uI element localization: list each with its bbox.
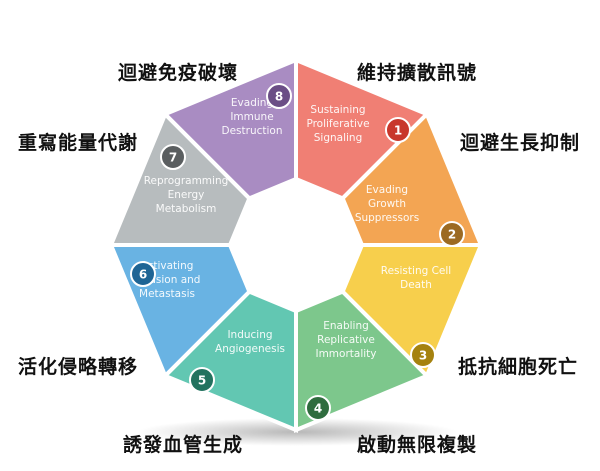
badge-6-circle	[130, 261, 156, 287]
badge-4: 4	[305, 395, 331, 421]
segment-6-label-line: Metastasis	[139, 288, 195, 300]
badge-8-circle	[266, 83, 292, 109]
badge-8-number: 8	[275, 90, 283, 104]
zh-label-3: 抵抗細胞死亡	[458, 356, 579, 378]
badge-2: 2	[439, 221, 465, 247]
segment-4-label-line: Enabling	[323, 320, 369, 332]
segment-7-label-line: Reprogramming	[144, 175, 229, 187]
badge-3-circle	[410, 342, 436, 368]
segment-2-label-line: Growth	[368, 198, 406, 210]
badge-3-number: 3	[419, 349, 427, 363]
zh-label-1: 維持擴散訊號	[357, 62, 478, 84]
segment-3-label-line: Resisting Cell	[381, 265, 451, 277]
segment-4-label-line: Immortality	[315, 348, 376, 360]
zh-label-4: 啟動無限複製	[357, 434, 478, 456]
badge-5-number: 5	[198, 374, 206, 388]
segment-1-label-line: Proliferative	[306, 118, 369, 130]
segment-5-label-line: Angiogenesis	[215, 343, 285, 355]
segment-4-label-line: Replicative	[317, 334, 375, 346]
zh-label-2: 迴避生長抑制	[460, 132, 581, 154]
badge-1-number: 1	[394, 124, 402, 138]
segment-5-label-line: Inducing	[227, 329, 272, 341]
segment-8	[161, 57, 298, 201]
segment-3-label-line: Death	[400, 279, 432, 291]
zh-label-5: 誘發血管生成	[123, 434, 244, 456]
badge-1-circle	[385, 117, 411, 143]
badge-1: 1	[385, 117, 411, 143]
segment-8-label-line: Destruction	[222, 125, 283, 137]
badge-8: 8	[266, 83, 292, 109]
segment-2-label-line: Evading	[366, 184, 408, 196]
segment-1-label-line: Signaling	[314, 132, 363, 144]
badge-7-number: 7	[169, 151, 177, 165]
segment-7-label-line: Energy	[168, 189, 205, 201]
segment-7-label-line: Metabolism	[156, 203, 217, 215]
segment-8-label-line: Evading	[231, 97, 273, 109]
badge-7-circle	[160, 144, 186, 170]
zh-label-7: 重寫能量代謝	[18, 132, 139, 154]
badge-7: 7	[160, 144, 186, 170]
badge-6: 6	[130, 261, 156, 287]
badge-5-circle	[189, 367, 215, 393]
badge-4-circle	[305, 395, 331, 421]
badge-4-number: 4	[314, 402, 322, 416]
badge-6-number: 6	[139, 268, 147, 282]
badge-2-circle	[439, 221, 465, 247]
zh-label-6: 活化侵略轉移	[18, 356, 139, 378]
badge-5: 5	[189, 367, 215, 393]
segment-2-label-line: Suppressors	[355, 212, 419, 224]
badge-3: 3	[410, 342, 436, 368]
segment-8-label-line: Immune	[230, 111, 273, 123]
badge-2-number: 2	[448, 228, 456, 242]
zh-label-8: 迴避免疫破壞	[118, 62, 239, 84]
segment-1-label-line: Sustaining	[310, 104, 365, 116]
